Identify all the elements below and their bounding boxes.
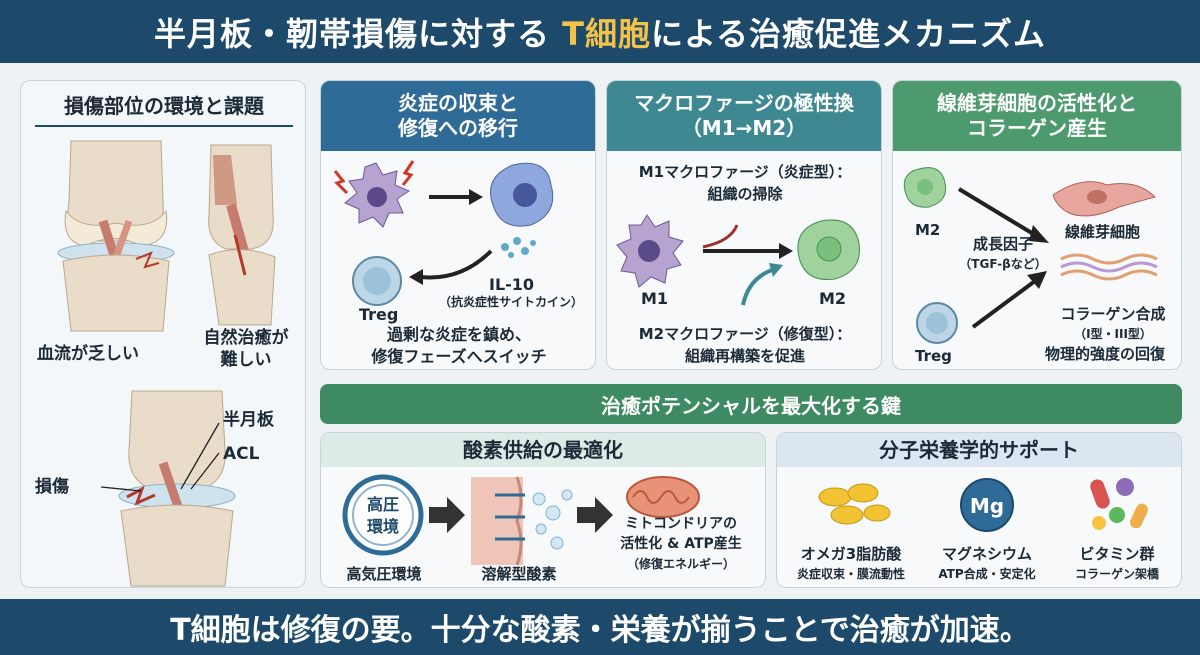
- knee-injury-illustration: [118, 390, 236, 587]
- fibroblast-header: 線維芽細胞の活性化と コラーゲン産生: [893, 81, 1181, 151]
- il10-label: IL-10: [489, 275, 535, 294]
- immune-cell-icon: [490, 162, 554, 227]
- macrophage-header: マクロファージの極性換 （M1→M2）: [607, 81, 881, 151]
- hyperbaric-label: 高気圧環境: [346, 565, 422, 583]
- healing-label-2: 難しい: [220, 350, 272, 370]
- injury-environment-panel: 損傷部位の環境と課題 血流が乏しい 自然治癒が 難しい 半月板 ACL 損傷: [20, 80, 306, 588]
- m2-cell-icon: [797, 219, 860, 281]
- fibroblast-cell-icon: [1052, 181, 1156, 217]
- macrophage-title-2: （M1→M2）: [681, 116, 807, 140]
- nutrition-panel: 分子栄養学的サポート Mg オメガ3脂肪酸 炎症収束・膜流動性 マグネシウム A…: [776, 432, 1182, 588]
- chamber-label-1: 高圧: [366, 495, 399, 514]
- growth-factor-label-1: 成長因子: [972, 235, 1033, 253]
- chamber-label-2: 環境: [366, 517, 399, 536]
- omega3-capsules-icon: [818, 483, 891, 525]
- il10-dots-icon: [501, 237, 536, 258]
- vitamin-label: ビタミン群: [1079, 545, 1155, 563]
- oxygen-header: 酸素供給の最適化: [321, 433, 765, 467]
- hyperbaric-chamber-icon: [342, 474, 424, 556]
- treg-small-cell-icon: [916, 302, 958, 344]
- inflammation-title-1: 炎症の収束と: [398, 91, 518, 115]
- collagen-label-2: （I型・III型）: [1074, 327, 1152, 341]
- collagen-label-3: 物理的強度の回復: [1044, 345, 1165, 363]
- m2-desc-2: 組織再構築を促進: [684, 347, 805, 365]
- magnesium-icon: [960, 478, 1014, 532]
- oxygen-illustration: [342, 474, 700, 566]
- title-highlight: T細胞: [562, 14, 651, 53]
- m2-desc-1: M2マクロファージ（修復型）：: [638, 325, 852, 343]
- growth-factor-label-2: （TGF-βなど）: [959, 257, 1047, 271]
- footer-bar: T細胞は修復の要。十分な酸素・栄養が揃うことで治癒が加速。: [0, 599, 1200, 655]
- fibroblast-illustration: [903, 167, 1158, 344]
- m2-label: M2: [819, 289, 847, 308]
- nutrition-illustration: [818, 478, 1148, 532]
- fibroblast-title-2: コラーゲン産生: [967, 116, 1107, 140]
- acl-label: ACL: [223, 444, 260, 464]
- magnesium-sub-label: ATP合成・安定化: [938, 567, 1036, 581]
- mitochondria-icon: [626, 476, 700, 518]
- mito-label-3: （修復エネルギー）: [626, 557, 735, 571]
- omega3-label: オメガ3脂肪酸: [800, 545, 902, 563]
- m1-desc-2: 組織の掃除: [707, 185, 783, 203]
- treg-fibro-label: Treg: [915, 347, 952, 365]
- footer-text: T細胞は修復の要。十分な酸素・栄養が揃うことで治癒が加速。: [170, 613, 1030, 648]
- title-pre: 半月板・靭帯損傷に対する: [153, 14, 563, 53]
- mito-label-1: ミトコンドリアの: [625, 516, 737, 532]
- fibroblast-panel: 線維芽細胞の活性化と コラーゲン産生 M2 成長因子 （TGF-βなど） 線維芽…: [892, 80, 1182, 370]
- fibroblast-label: 線維芽細胞: [1065, 223, 1141, 241]
- mg-symbol: Mg: [969, 494, 1005, 518]
- potential-banner: 治癒ポテンシャルを最大化する鍵: [320, 384, 1182, 424]
- collagen-fiber-icon: [1060, 253, 1158, 281]
- m1-label: M1: [641, 289, 669, 308]
- m1-cell-icon: [616, 214, 684, 288]
- tissue-layer-icon: [471, 476, 525, 566]
- healing-label-1: 自然治癒が: [203, 328, 289, 348]
- vitamin-pills-icon: [1090, 478, 1148, 530]
- omega3-sub-label: 炎症収束・膜流動性: [796, 567, 905, 581]
- blood-flow-label: 血流が乏しい: [37, 344, 139, 364]
- mito-label-2: 活性化 & ATP産生: [620, 536, 742, 552]
- collagen-label-1: コラーゲン合成: [1060, 305, 1166, 323]
- m2-small-cell-icon: [903, 167, 947, 208]
- macrophage-panel: マクロファージの極性換 （M1→M2） M1マクロファージ（炎症型）： 組織の掃…: [606, 80, 882, 370]
- oxygen-title: 酸素供給の最適化: [463, 437, 623, 462]
- knee-front-illustration: [57, 140, 175, 332]
- inflammation-header: 炎症の収束と 修復への移行: [321, 81, 595, 151]
- inflammation-illustration: [333, 160, 554, 306]
- injury-panel-title: 損傷部位の環境と課題: [64, 94, 264, 118]
- treg-cell-icon: [352, 256, 402, 306]
- nutrition-title: 分子栄養学的サポート: [879, 437, 1079, 462]
- m1-desc-1: M1マクロファージ（炎症型）：: [638, 163, 852, 181]
- title-post: による治癒促進メカニズム: [650, 14, 1047, 53]
- vitamin-sub-label: コラーゲン架橋: [1074, 567, 1159, 581]
- il10-sub-label: （抗炎症性サイトカイン）: [439, 295, 584, 309]
- oxygen-bubbles-icon: [532, 489, 573, 550]
- title-underline: [35, 125, 293, 127]
- injury-label: 損傷: [35, 477, 69, 497]
- inflammation-caption-2: 修復フェーズへスイッチ: [371, 347, 547, 366]
- macrophage-illustration: [616, 214, 860, 306]
- fibroblast-title-1: 線維芽細胞の活性化と: [937, 91, 1137, 115]
- magnesium-label: マグネシウム: [941, 545, 1032, 563]
- treg-label: Treg: [359, 305, 399, 324]
- header-bar: 半月板・靭帯損傷に対する T細胞による治癒促進メカニズム: [0, 0, 1200, 63]
- label-leader-lines: [100, 422, 220, 492]
- inflamed-cell-icon: [333, 160, 415, 228]
- nutrition-header: 分子栄養学的サポート: [777, 433, 1181, 467]
- potential-title: 治癒ポテンシャルを最大化する鍵: [601, 393, 901, 418]
- m2-fibro-label: M2: [915, 221, 941, 239]
- inflammation-caption-1: 過剰な炎症を鎮め、: [386, 325, 531, 344]
- oxygen-panel: 酸素供給の最適化 高圧 環境 高気圧環境 溶解型酸素 ミトコンドリアの 活性化 …: [320, 432, 766, 588]
- macrophage-title-1: マクロファージの極性換: [634, 91, 854, 115]
- dissolved-oxygen-label: 溶解型酸素: [481, 565, 557, 583]
- inflammation-title-2: 修復への移行: [398, 116, 518, 140]
- knee-side-illustration: [208, 144, 276, 326]
- page-title: 半月板・靭帯損傷に対する T細胞による治癒促進メカニズム: [154, 9, 1046, 55]
- meniscus-label: 半月板: [223, 410, 274, 430]
- inflammation-panel: 炎症の収束と 修復への移行 IL-10 （抗炎症性サイトカイン） Treg 過剰…: [320, 80, 596, 370]
